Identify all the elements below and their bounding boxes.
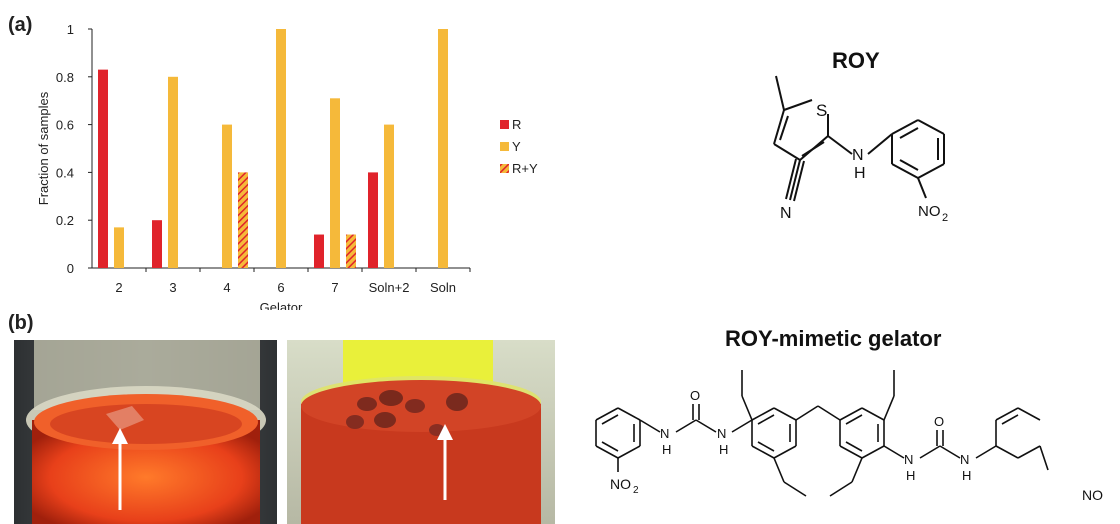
x-tick-label: 4 xyxy=(223,280,230,295)
gelator-n3: N xyxy=(904,452,913,467)
bar-y-4 xyxy=(222,124,232,268)
roy-nitrile-n: N xyxy=(780,205,792,222)
y-tick-label: 0.4 xyxy=(56,165,74,180)
bar-r-7 xyxy=(314,234,324,268)
bar-y-6 xyxy=(276,29,286,268)
x-tick-label: 3 xyxy=(169,280,176,295)
gelator-n1: N xyxy=(660,426,669,441)
gelator-structure: NO 2 N H O N H N H O N H NO xyxy=(595,370,1103,503)
bar-r-y-7 xyxy=(346,234,356,268)
bar-y-soln-2 xyxy=(384,124,394,268)
bar-r-y-4 xyxy=(238,172,248,268)
roy-s-atom: S xyxy=(816,101,827,120)
y-axis-title: Fraction of samples xyxy=(36,91,51,205)
gelator-title: ROY-mimetic gelator xyxy=(725,326,942,351)
bar-r-soln-2 xyxy=(368,172,378,268)
panel-b-label: (b) xyxy=(8,312,34,334)
gelator-h2: H xyxy=(719,442,728,457)
roy-h-atom: H xyxy=(854,165,866,182)
legend-label: Y xyxy=(512,139,521,154)
roy-no2-sub: 2 xyxy=(942,212,948,224)
x-axis-title: Gelator xyxy=(260,300,303,310)
roy-no2-label: NO xyxy=(918,203,941,220)
y-tick-label: 0.2 xyxy=(56,213,74,228)
gelator-h1: H xyxy=(662,442,671,457)
legend-label: R xyxy=(512,117,521,132)
gelator-o1: O xyxy=(690,388,700,403)
x-tick-label: Soln xyxy=(430,280,456,295)
gelator-h4: H xyxy=(962,468,971,483)
gelator-n2: N xyxy=(717,426,726,441)
bar-r-3 xyxy=(152,220,162,268)
bar-r-2 xyxy=(98,69,108,268)
bar-y-2 xyxy=(114,227,124,268)
gelator-h3: H xyxy=(906,468,915,483)
y-tick-label: 1 xyxy=(67,22,74,37)
bar-y-soln xyxy=(438,29,448,268)
gelator-left-no2: NO xyxy=(610,476,631,492)
x-tick-label: 7 xyxy=(331,280,338,295)
legend-swatch-y xyxy=(500,142,509,151)
gelator-right-no2: NO xyxy=(1082,487,1103,503)
legend-swatch-r-y xyxy=(500,164,509,173)
bar-y-7 xyxy=(330,98,340,268)
roy-n-atom: N xyxy=(852,147,864,164)
y-tick-label: 0.6 xyxy=(56,118,74,133)
y-tick-label: 0.8 xyxy=(56,70,74,85)
roy-structure: S N H N NO 2 xyxy=(773,75,948,224)
vial-photo-left xyxy=(14,340,277,524)
bar-y-3 xyxy=(168,76,178,268)
roy-title: ROY xyxy=(832,48,880,73)
vial-photo-right xyxy=(287,340,555,524)
x-tick-label: 6 xyxy=(277,280,284,295)
y-tick-label: 0 xyxy=(67,261,74,276)
legend-swatch-r xyxy=(500,120,509,129)
x-tick-label: 2 xyxy=(115,280,122,295)
gelator-left-no2-sub: 2 xyxy=(633,485,639,496)
gelator-o2: O xyxy=(934,414,944,429)
legend-label: R+Y xyxy=(512,161,538,176)
gelator-n4: N xyxy=(960,452,969,467)
x-tick-label: Soln+2 xyxy=(369,280,410,295)
panel-a-label: (a) xyxy=(8,14,33,36)
